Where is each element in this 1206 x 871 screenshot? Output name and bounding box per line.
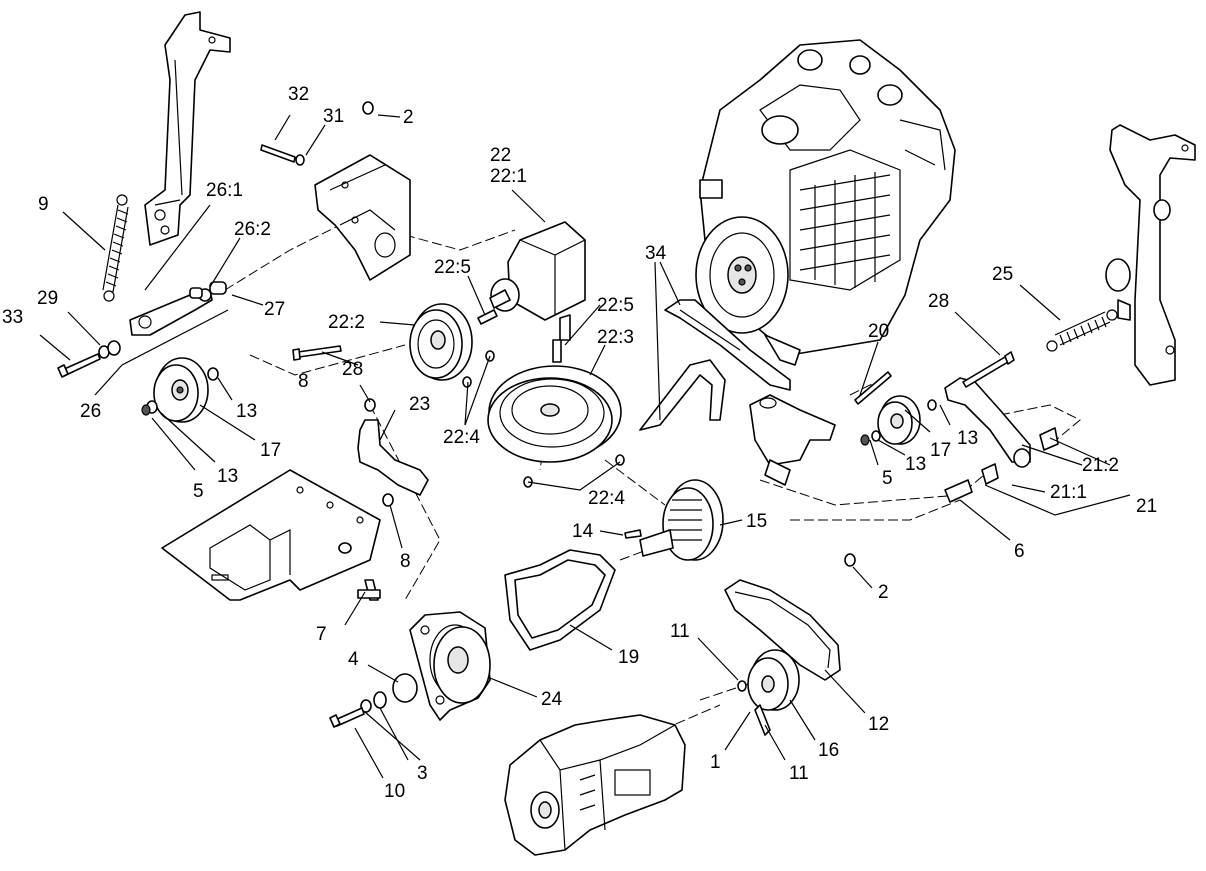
left-frame-bracket bbox=[144, 11, 231, 246]
electric-clutch-24 bbox=[329, 611, 491, 728]
callout-17-left: 17 bbox=[260, 440, 281, 461]
callout-22-3: 22:3 bbox=[597, 327, 634, 348]
callout-8-a: 8 bbox=[298, 371, 309, 392]
callout-13-right-a: 13 bbox=[957, 428, 978, 449]
callout-22-1: 22:1 bbox=[490, 166, 527, 187]
callout-2: 2 bbox=[403, 107, 414, 128]
callout-25: 25 bbox=[992, 264, 1013, 285]
idler-arm-26 bbox=[129, 281, 227, 336]
right-frame-bracket bbox=[1105, 124, 1196, 386]
idler-arm-21 bbox=[854, 351, 1059, 503]
callout-14: 14 bbox=[572, 521, 594, 542]
callout-34: 34 bbox=[645, 243, 667, 264]
callout-15: 15 bbox=[746, 511, 767, 532]
idler-pulley-17-left bbox=[141, 357, 219, 423]
callout-26: 26 bbox=[80, 401, 101, 422]
idler-pulley-17-right bbox=[860, 395, 937, 446]
callout-12: 12 bbox=[868, 714, 889, 735]
bracket-23 bbox=[357, 398, 429, 507]
callout-16: 16 bbox=[818, 740, 839, 761]
assembly-lines bbox=[224, 224, 1081, 736]
callout-13-left-a: 13 bbox=[236, 401, 257, 422]
belt-34 bbox=[639, 299, 791, 431]
callout-10: 10 bbox=[384, 781, 405, 802]
belt-19 bbox=[504, 549, 616, 651]
callout-11-b: 11 bbox=[789, 763, 809, 784]
callout-29: 29 bbox=[37, 288, 58, 309]
callout-21-1: 21:1 bbox=[1050, 482, 1087, 503]
callout-26-2: 26:2 bbox=[234, 219, 271, 240]
callout-22-5-b: 22:5 bbox=[597, 295, 634, 316]
callout-5-right: 5 bbox=[882, 468, 893, 489]
callout-8-b: 8 bbox=[400, 551, 411, 572]
engine bbox=[695, 39, 956, 366]
callout-22-5-a: 22:5 bbox=[434, 257, 471, 278]
callout-3: 3 bbox=[417, 763, 428, 784]
callout-27: 27 bbox=[264, 299, 285, 320]
callout-23: 23 bbox=[409, 394, 430, 415]
callout-24: 24 bbox=[541, 689, 563, 710]
callout-5-left: 5 bbox=[193, 481, 204, 502]
bolt-28-left bbox=[292, 345, 342, 361]
large-pulley-22-3 bbox=[487, 365, 625, 488]
callout-32: 32 bbox=[288, 84, 309, 105]
callout-7: 7 bbox=[316, 624, 327, 645]
callout-21: 21 bbox=[1136, 496, 1157, 517]
callout-17-right: 17 bbox=[930, 440, 951, 461]
callout-31: 31 bbox=[323, 106, 344, 127]
spring-9 bbox=[102, 194, 129, 302]
bolt-33 bbox=[57, 340, 121, 378]
key-22-5 bbox=[552, 339, 562, 363]
hydro-pump bbox=[504, 714, 686, 856]
callout-9: 9 bbox=[38, 194, 49, 215]
callout-1: 1 bbox=[710, 752, 721, 773]
mount-plate bbox=[260, 101, 411, 281]
callout-labels: 32 31 2 22 22:1 9 26:1 26:2 27 29 33 26 … bbox=[2, 84, 1157, 802]
clutch-pulley-15 bbox=[624, 479, 724, 561]
callout-28-left: 28 bbox=[342, 359, 363, 380]
callout-33: 33 bbox=[2, 307, 23, 328]
base-plate bbox=[161, 469, 381, 601]
nut-2-right bbox=[844, 553, 856, 567]
callout-19: 19 bbox=[618, 647, 639, 668]
callout-21-2: 21:2 bbox=[1082, 455, 1119, 476]
callout-13-right-b: 13 bbox=[905, 454, 926, 475]
spring-25 bbox=[1046, 309, 1118, 352]
callout-22-4-a: 22:4 bbox=[443, 427, 480, 448]
bracket-20 bbox=[749, 394, 836, 486]
callout-22-2: 22:2 bbox=[328, 312, 365, 333]
callout-22-4-b: 22:4 bbox=[588, 488, 625, 509]
callout-4: 4 bbox=[348, 649, 359, 670]
callout-28-right: 28 bbox=[928, 291, 949, 312]
callout-13-left-b: 13 bbox=[217, 466, 238, 487]
callout-6: 6 bbox=[1014, 541, 1025, 562]
callout-22: 22 bbox=[490, 145, 511, 166]
pulley-16 bbox=[737, 649, 800, 736]
callout-2-right: 2 bbox=[878, 582, 889, 603]
callout-26-1: 26:1 bbox=[206, 180, 243, 201]
gearbox-22 bbox=[489, 221, 586, 341]
pulley-22-2 bbox=[409, 303, 498, 388]
callout-20: 20 bbox=[868, 321, 889, 342]
callout-11-a: 11 bbox=[670, 621, 690, 642]
belt-12 bbox=[724, 579, 841, 681]
leader-lines bbox=[39, 114, 1131, 779]
